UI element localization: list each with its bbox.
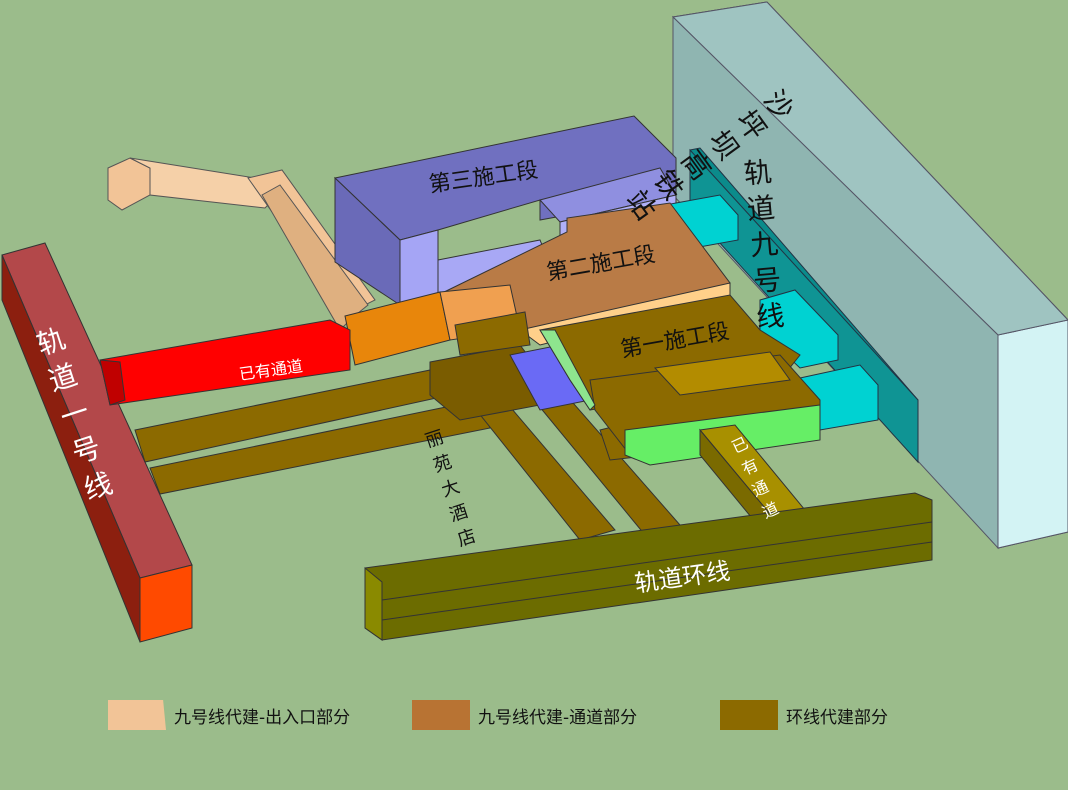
station-block [671, 1, 1068, 550]
legend-label-ring: 环线代建部分 [786, 707, 888, 728]
legend-label-passage: 九号线代建-通道部分 [478, 707, 638, 728]
ring-tunnels [134, 367, 681, 541]
line1-block [1, 242, 193, 643]
legend-label-entrance: 九号线代建-出入口部分 [174, 707, 351, 728]
entrance-block [107, 157, 376, 331]
existing-passage-left-block [99, 319, 351, 406]
legend-swatch-entrance [108, 700, 166, 730]
legend-item-passage: 九号线代建-通道部分 [412, 698, 637, 732]
hotel-label: 丽苑大酒店 [420, 427, 480, 557]
ring-line-block [364, 492, 933, 641]
legend-item-entrance: 九号线代建-出入口部分 [108, 698, 350, 732]
legend-swatch-passage [412, 700, 470, 730]
junction-blocks [429, 311, 591, 421]
legend-item-ring: 环线代建部分 [720, 698, 888, 732]
legend-swatch-ring [720, 700, 778, 730]
